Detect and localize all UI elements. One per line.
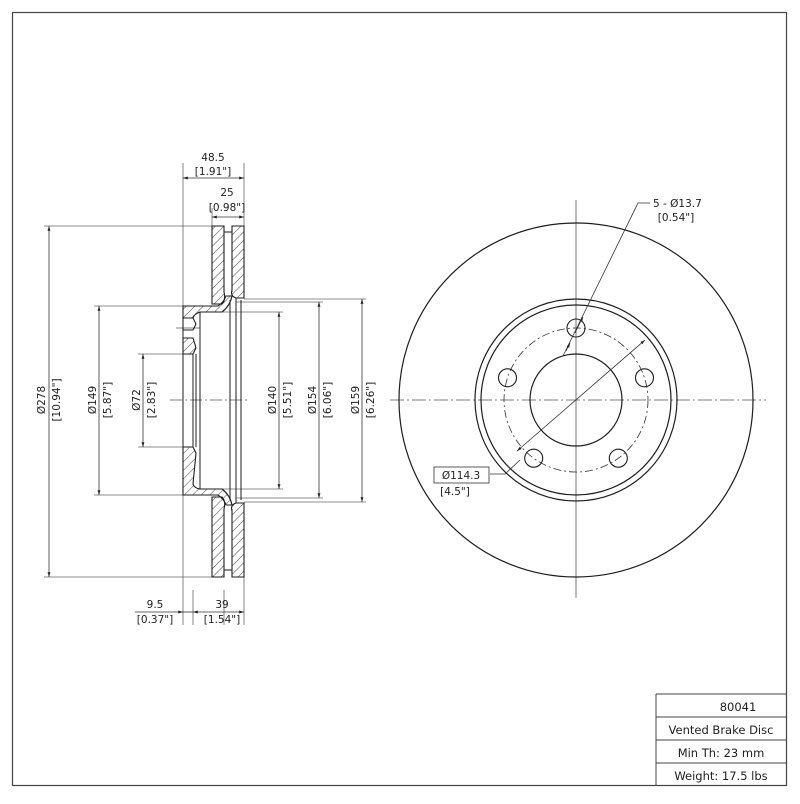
part-description: Vented Brake Disc [669, 723, 774, 737]
bolt-circle-label-box [433, 466, 490, 484]
hat-offset-in: [1.54"] [204, 614, 240, 626]
hat-diameter-mm: Ø149 [87, 386, 99, 414]
bolt-hole-spec-in: [0.54"] [658, 212, 694, 224]
dia-140-in: [5.51"] [282, 382, 294, 418]
bolt-circle-in: [4.5"] [440, 486, 470, 498]
rotor-outer-edge [398, 222, 754, 578]
outer-diameter-mm: Ø278 [36, 386, 48, 414]
sheet-border [11, 11, 788, 787]
center-bore-in: [2.83"] [146, 382, 158, 418]
bolt-hole-spec-mm: 5 - Ø13.7 [653, 198, 702, 210]
part-number: 80041 [720, 700, 757, 714]
rotor-thickness-in: [0.98"] [209, 202, 245, 214]
dia-140-mm: Ø140 [267, 386, 279, 414]
front-view [390, 200, 766, 598]
center-bore-mm: Ø72 [131, 389, 143, 411]
hat-diameter-in: [5.87"] [102, 382, 114, 418]
side-section-view [44, 163, 366, 625]
title-block: 80041 Vented Brake Disc Min Th: 23 mm We… [655, 693, 787, 786]
min-thickness: Min Th: 23 mm [678, 746, 765, 760]
overall-width-mm: 48.5 [201, 152, 224, 164]
front-dimensions: 5 - Ø13.7 [0.54"] Ø114.3 [4.5"] [440, 198, 702, 498]
bolt-circle [503, 327, 649, 473]
outer-diameter-in: [10.94"] [51, 378, 63, 421]
side-dimensions: 48.5 [1.91"] 25 [0.98"] 9.5 [0.37"] 39 [… [36, 152, 377, 626]
dia-159-mm: Ø159 [350, 386, 362, 414]
dia-154-mm: Ø154 [307, 386, 319, 415]
hat-outer-edge [474, 298, 678, 502]
hat-offset-mm: 39 [215, 599, 228, 611]
dia-154-in: [6.06"] [322, 382, 334, 418]
flange-thickness-mm: 9.5 [147, 599, 164, 611]
dia-159-in: [6.26"] [365, 382, 377, 418]
overall-width-in: [1.91"] [195, 166, 231, 178]
weight: Weight: 17.5 lbs [674, 769, 767, 783]
flange-thickness-in: [0.37"] [137, 614, 173, 626]
hat-inner-edge [480, 304, 672, 496]
rotor-thickness-mm: 25 [220, 187, 233, 199]
bolt-circle-mm: Ø114.3 [442, 470, 480, 482]
